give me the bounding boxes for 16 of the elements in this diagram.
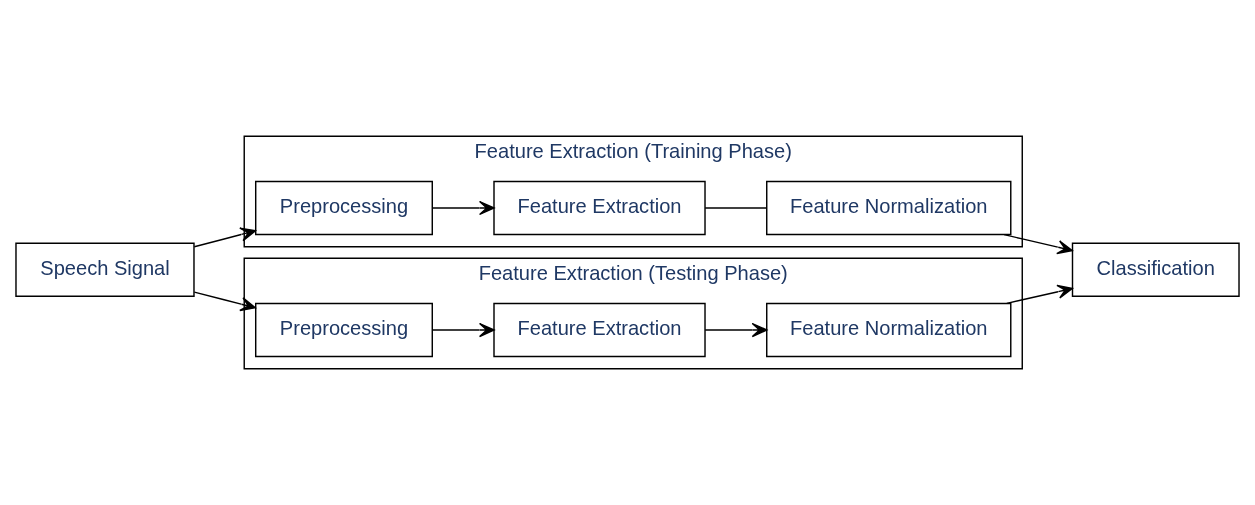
arrow	[704, 322, 768, 338]
arrow	[1006, 284, 1074, 305]
connector	[704, 207, 768, 209]
arrow	[431, 322, 495, 338]
arrow	[1003, 233, 1073, 255]
node-box: Speech Signal	[15, 242, 195, 297]
arrow	[193, 291, 257, 312]
node-box: Preprocessing	[255, 180, 433, 236]
node-box: Feature Normalization	[766, 180, 1012, 236]
node-box: Classification	[1071, 242, 1240, 297]
arrow	[431, 200, 495, 216]
node-box: Feature Normalization	[766, 302, 1012, 358]
node-box: Feature Extraction	[493, 302, 706, 358]
node-box: Feature Extraction	[493, 180, 706, 236]
arrow	[193, 227, 257, 248]
node-box: Preprocessing	[255, 302, 433, 358]
